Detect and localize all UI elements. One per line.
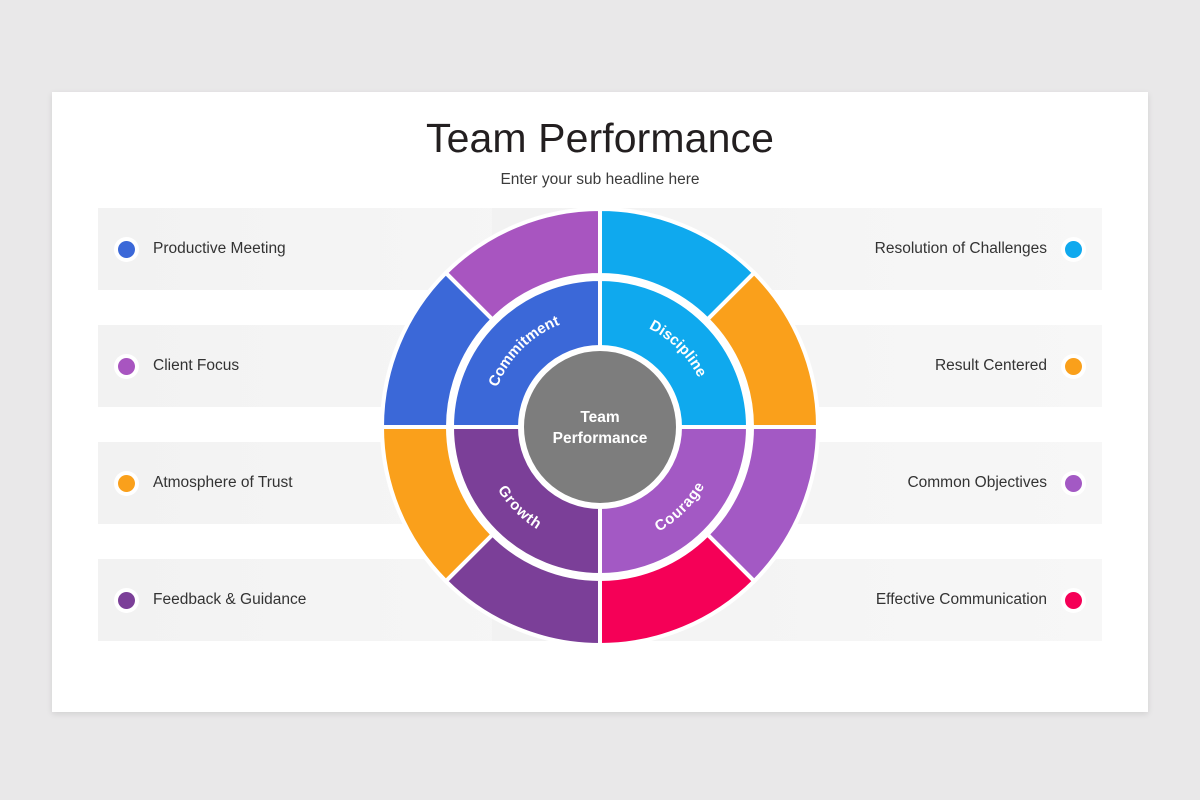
legend-label-client-focus: Client Focus (153, 357, 240, 374)
center-hub-line2: Performance (553, 430, 648, 447)
legend-label-atmosphere-of-trust: Atmosphere of Trust (153, 474, 293, 491)
outer-ring-segment[interactable] (443, 206, 602, 323)
legend-dot-effective-communication (1065, 591, 1082, 609)
legend-dot-feedback-guidance (118, 591, 135, 609)
outer-ring (379, 206, 821, 648)
outer-ring-segment[interactable] (379, 425, 496, 584)
page-subtitle: Enter your sub headline here (500, 171, 700, 188)
legend-dot-atmosphere-of-trust (118, 474, 135, 492)
center-hub-circle (520, 347, 680, 507)
legend-dot-resolution-of-challenges (1065, 240, 1082, 258)
center-hub-line1: Team (580, 409, 619, 426)
legend-dot-result-centered (1065, 357, 1082, 375)
legend-dot-productive-meeting (118, 240, 135, 258)
legend-label-effective-communication: Effective Communication (875, 591, 1047, 608)
legend-dot-client-focus (118, 357, 135, 375)
page-title: Team Performance (426, 115, 774, 161)
legend-label-result-centered: Result Centered (934, 357, 1047, 374)
legend-label-productive-meeting: Productive Meeting (153, 240, 286, 257)
legend-label-feedback-guidance: Feedback & Guidance (153, 591, 307, 608)
legend-label-common-objectives: Common Objectives (907, 474, 1047, 491)
legend-label-resolution-of-challenges: Resolution of Challenges (874, 240, 1047, 257)
slide-card: Team Performance Enter your sub headline… (52, 92, 1148, 712)
center-hub[interactable]: Team Performance (520, 347, 680, 507)
legend-dot-common-objectives (1065, 474, 1082, 492)
